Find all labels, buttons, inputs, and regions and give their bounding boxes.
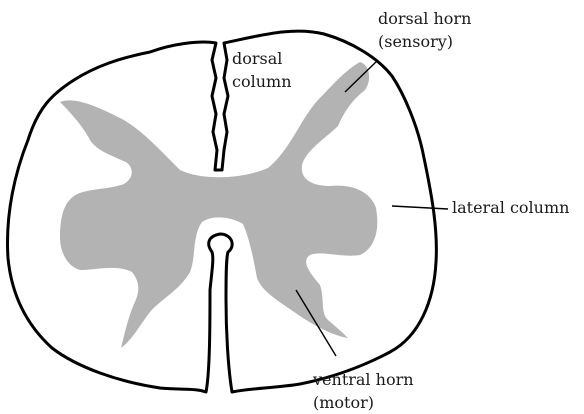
dorsal-horn-label-line1: dorsal horn [378,9,471,28]
ventral-horn-label-line1: ventral horn [312,370,414,389]
lateral-column-label: lateral column [452,198,569,217]
dorsal-column-label-line1: dorsal [232,49,282,68]
dorsal-column-label-line2: column [232,72,292,91]
dorsal-horn-label-line2: (sensory) [378,32,453,51]
dorsal-column-label: dorsal column [232,49,292,91]
gray-matter [60,62,377,348]
ventral-horn-label-line2: (motor) [313,393,374,412]
ventral-horn-label: ventral horn (motor) [312,370,419,412]
dorsal-horn-label: dorsal horn (sensory) [378,9,476,51]
lateral-column-leader [392,206,448,209]
